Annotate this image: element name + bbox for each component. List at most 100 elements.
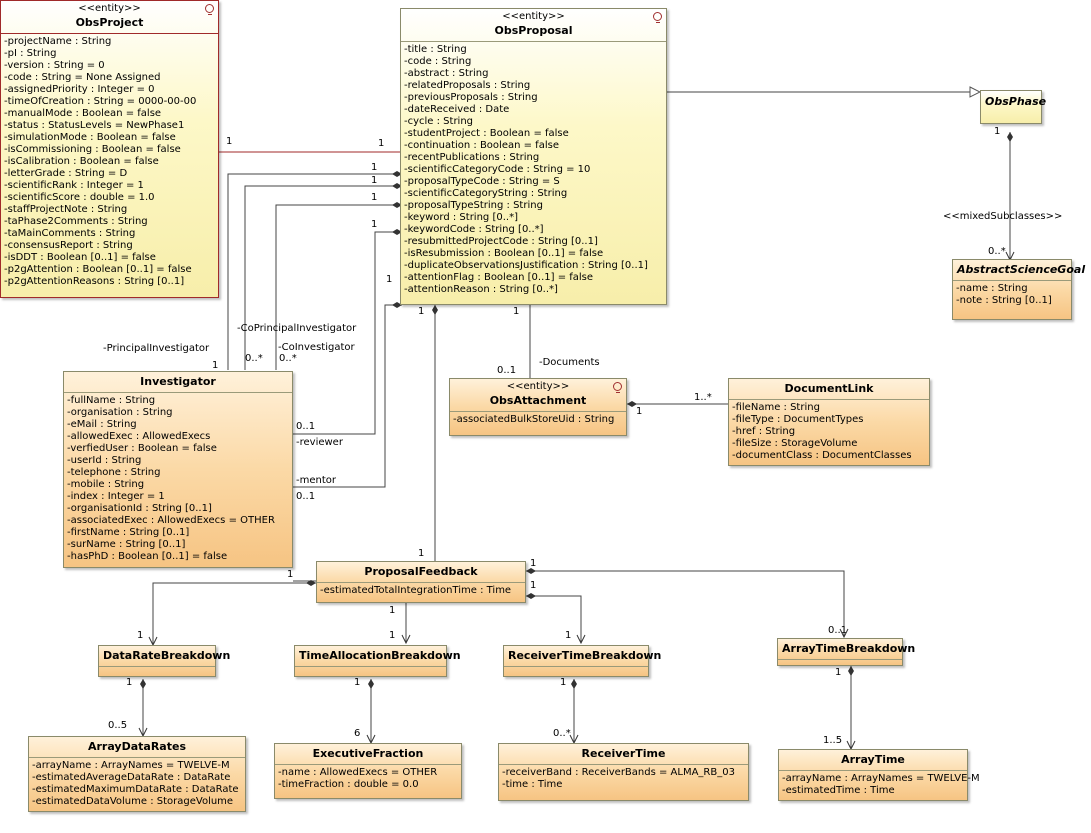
obs-proposal-header: <<entity>> ObsProposal [401,9,666,42]
abstract-science-goal-class: AbstractScienceGoal -name : String-note … [952,259,1085,320]
attribute-row: -documentClass : DocumentClasses [732,450,912,461]
attribute-row: -status : StatusLevels = NewPhase1 [4,120,185,131]
attribute-row: -eMail : String [67,419,137,430]
multiplicity-label: 1 [137,630,144,641]
attribute-row: -fileName : String [732,402,820,413]
attribute-row: -abstract : String [404,68,489,79]
receiver-time-breakdown-name: ReceiverTimeBreakdown [508,649,662,662]
entity-icon [613,382,622,393]
attribute-row: -estimatedTotalIntegrationTime : Time [320,585,512,596]
attribute-row: -estimatedDataVolume : StorageVolume [32,796,234,807]
role-label: -mentor [296,475,336,486]
time-allocation-breakdown-class: TimeAllocationBreakdown [294,645,461,677]
attribute-row: -timeOfCreation : String = 0000-00-00 [4,96,197,107]
executive-fraction-attributes: -name : AllowedExecs = OTHER-timeFractio… [275,765,461,793]
attribute-row: -taMainComments : String [4,228,136,239]
array-time-breakdown-name: ArrayTimeBreakdown [782,642,916,655]
attribute-row: -duplicateObservationsJustification : St… [404,260,648,271]
array-time-attributes: -arrayName : ArrayNames = TWELVE-M-estim… [779,771,980,799]
attribute-row: -proposalTypeString : String [404,200,543,211]
role-label: -CoPrincipalInvestigator [237,323,357,334]
multiplicity-label: 1 [530,558,537,569]
document-link-attributes: -fileName : String-fileType : DocumentTy… [729,400,929,464]
attribute-row: -name : AllowedExecs = OTHER [278,767,438,778]
attribute-row: -fileType : DocumentTypes [732,414,864,425]
multiplicity-label: 0..5 [108,720,128,731]
attribute-row: -cycle : String [404,116,474,127]
multiplicity-label: 1 [560,677,567,688]
attribute-row: -version : String = 0 [4,60,105,71]
executive-fraction-class: ExecutiveFraction -name : AllowedExecs =… [274,743,462,799]
reviewer-link [293,229,402,435]
proposal-feedback-class: ProposalFeedback -estimatedTotalIntegrat… [316,561,526,603]
receiver-time-header: ReceiverTime [499,744,748,765]
attribute-row: -index : Integer = 1 [67,491,165,502]
attribute-row: -scientificCategoryString : String [404,188,568,199]
feedback-datarate-link [153,583,316,645]
receiver-time-breakdown-class: ReceiverTimeBreakdown [503,645,662,677]
multiplicity-label: 0..1 [296,491,316,502]
pi-link [227,171,402,370]
coi-link [275,202,402,370]
multiplicity-label: 1 [530,580,537,591]
feedback-receiver-link [526,596,581,643]
attribute-row: -relatedProposals : String [404,80,531,91]
attribute-row: -letterGrade : String = D [4,168,128,179]
obs-proposal-class: <<entity>> ObsProposal -title : String-c… [400,8,667,305]
multiplicity-label: 1 [371,175,378,186]
multiplicity-label: 0..1 [828,625,848,636]
attribute-row: -arrayName : ArrayNames = TWELVE-M [782,773,980,784]
multiplicity-label: 1 [513,306,520,317]
attribute-row: -code : String = None Assigned [4,72,161,83]
proposal-feedback-header: ProposalFeedback [317,562,525,583]
attribute-row: -fileSize : StorageVolume [732,438,858,449]
obs-phase-class: ObsPhase [980,90,1046,124]
multiplicity-label: 1 [371,162,378,173]
attribute-row: -estimatedTime : Time [782,785,895,796]
multiplicity-label: 1 [565,630,572,641]
attribute-row: -staffProjectNote : String [4,204,128,215]
obs-phase-header: ObsPhase [981,91,1046,112]
array-time-breakdown-class: ArrayTimeBreakdown [777,638,916,666]
multiplicity-label: 1 [386,274,393,285]
role-label: -Documents [539,357,600,368]
array-data-rates-name: ArrayDataRates [87,740,186,753]
executive-fraction-header: ExecutiveFraction [275,744,461,765]
attribute-row: -pI : String [4,48,57,59]
multiplicity-label: 1 [389,630,396,641]
attribute-row: -continuation : Boolean = false [404,140,559,151]
attribute-row: -keyword : String [0..*] [404,212,518,223]
attribute-row: -estimatedMaximumDataRate : DataRate [32,784,239,795]
obs-project-class: <<entity>> ObsProject -projectName : Str… [0,0,219,298]
multiplicity-label: 1 [371,219,378,230]
attribute-row: -resubmittedProjectCode : String [0..1] [404,236,598,247]
array-data-rates-attributes: -arrayName : ArrayNames = TWELVE-M-estim… [29,758,245,810]
obs-attachment-attributes: -associatedBulkStoreUid : String [450,412,626,428]
multiplicity-label: 1 [389,605,396,616]
obs-proposal-attributes: -title : String-code : String-abstract :… [401,42,666,298]
data-rate-breakdown-class: DataRateBreakdown [98,645,230,677]
multiplicity-label: 1 [354,677,361,688]
multiplicity-label: 1..* [694,392,712,403]
time-allocation-breakdown-name: TimeAllocationBreakdown [299,649,461,662]
copi-link [244,183,402,370]
multiplicity-label: 1 [226,136,233,147]
attribute-row: -telephone : String [67,467,161,478]
array-time-class: ArrayTime -arrayName : ArrayNames = TWEL… [778,749,980,801]
obs-attachment-stereotype: <<entity>> [506,381,570,392]
multiplicity-label: 1 [371,192,378,203]
multiplicity-label: 1 [835,667,842,678]
role-label: -CoInvestigator [278,342,355,353]
attribute-row: -previousProposals : String [404,92,538,103]
attribute-row: -projectName : String [4,36,112,47]
attribute-row: -isResubmission : Boolean [0..1] = false [404,248,604,259]
multiplicity-label: 1 [287,569,294,580]
multiplicity-label: 0..* [279,353,297,364]
attribute-row: -consensusReport : String [4,240,133,251]
attribute-row: -isCommissioning : Boolean = false [4,144,181,155]
attribute-row: -note : String [0..1] [956,295,1052,306]
attribute-row: -scientificScore : double = 1.0 [4,192,155,203]
obs-proposal-name: ObsProposal [494,24,573,37]
attribute-row: -userId : String [67,455,142,466]
